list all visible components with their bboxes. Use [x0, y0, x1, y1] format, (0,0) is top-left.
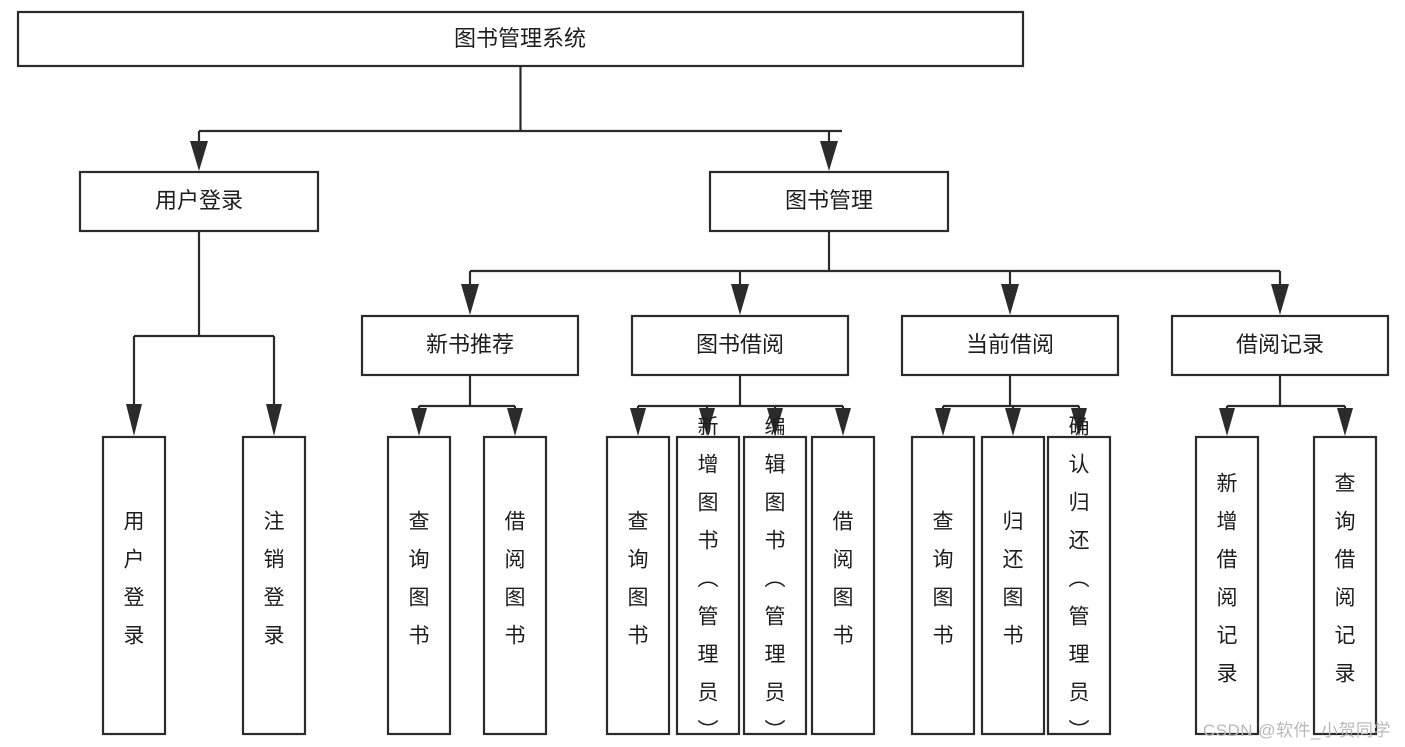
- arrowhead-leaf-confirm-return: [1071, 408, 1087, 436]
- node-leaf-query-record[interactable]: 查询借阅记录: [1312, 435, 1378, 736]
- arrowhead-leaf-borrow-book-2: [835, 408, 851, 436]
- node-leaf-edit-book-label: 编辑图书︵管理员︶: [765, 416, 786, 743]
- node-book-borrow-label: 图书借阅: [696, 332, 784, 357]
- node-book-manage-label: 图书管理: [785, 188, 873, 213]
- node-leaf-logout[interactable]: 注销登录: [241, 435, 307, 736]
- node-borrow-record-label: 借阅记录: [1236, 332, 1324, 357]
- node-current-borrow-box[interactable]: [900, 314, 1120, 377]
- node-user-login-label: 用户登录: [155, 188, 243, 213]
- node-leaf-logout-label: 注销登录: [264, 511, 285, 648]
- node-leaf-query-record-box[interactable]: [1312, 435, 1378, 736]
- arrowhead-leaf-return-book: [1005, 408, 1021, 436]
- node-leaf-query-book-2-box[interactable]: [605, 435, 671, 736]
- node-leaf-query-book-1[interactable]: 查询图书: [386, 435, 452, 736]
- node-leaf-return-book-box[interactable]: [980, 435, 1046, 736]
- arrowhead-leaf-add-book: [699, 408, 715, 436]
- node-leaf-confirm-return-label: 确认归还︵管理员︶: [1069, 416, 1090, 743]
- node-leaf-query-book-3[interactable]: 查询图书: [910, 435, 976, 736]
- node-book-manage[interactable]: 图书管理: [708, 170, 950, 233]
- arrowhead-borrow-record: [1271, 284, 1289, 315]
- node-new-book-rec[interactable]: 新书推荐: [360, 314, 580, 377]
- node-leaf-return-book-label: 归还图书: [1003, 511, 1024, 648]
- node-leaf-confirm-return-box[interactable]: [1046, 435, 1112, 736]
- node-root[interactable]: 图书管理系统: [16, 10, 1025, 68]
- node-leaf-borrow-book-2-box[interactable]: [810, 435, 876, 736]
- arrowhead-book-manage: [820, 141, 838, 171]
- node-leaf-logout-box[interactable]: [241, 435, 307, 736]
- node-leaf-borrow-book-1-box[interactable]: [482, 435, 548, 736]
- node-leaf-borrow-book-2-label: 借阅图书: [833, 511, 854, 648]
- node-leaf-add-record-label: 新增借阅记录: [1217, 473, 1238, 686]
- node-user-login-box[interactable]: [78, 170, 320, 233]
- node-leaf-add-book-box[interactable]: [675, 435, 741, 736]
- arrowhead-user-login: [190, 141, 208, 171]
- arrowhead-leaf-query-book-3: [935, 408, 951, 436]
- arrowhead-current-borrow: [1001, 284, 1019, 315]
- node-leaf-query-book-1-box[interactable]: [386, 435, 452, 736]
- arrowhead-leaf-edit-book: [767, 408, 783, 436]
- node-leaf-user-login-label: 用户登录: [124, 511, 145, 648]
- node-leaf-edit-book-box[interactable]: [742, 435, 808, 736]
- arrowhead-leaf-query-book-2: [630, 408, 646, 436]
- node-book-manage-box[interactable]: [708, 170, 950, 233]
- node-current-borrow[interactable]: 当前借阅: [900, 314, 1120, 377]
- node-root-label: 图书管理系统: [454, 26, 586, 51]
- node-leaf-query-book-3-label: 查询图书: [933, 511, 954, 648]
- arrowhead-new-book-rec: [461, 284, 479, 315]
- node-leaf-user-login[interactable]: 用户登录: [101, 435, 167, 736]
- connector-layer: [126, 66, 1353, 436]
- node-book-borrow[interactable]: 图书借阅: [630, 314, 850, 377]
- node-user-login[interactable]: 用户登录: [78, 170, 320, 233]
- arrowhead-leaf-add-record: [1219, 408, 1235, 436]
- node-borrow-record-box[interactable]: [1170, 314, 1390, 377]
- node-leaf-return-book[interactable]: 归还图书: [980, 435, 1046, 736]
- arrowhead-leaf-user-login: [126, 404, 142, 436]
- node-borrow-record[interactable]: 借阅记录: [1170, 314, 1390, 377]
- node-leaf-query-book-2[interactable]: 查询图书: [605, 435, 671, 736]
- arrowhead-leaf-borrow-book-1: [507, 408, 523, 436]
- node-leaf-borrow-book-1-label: 借阅图书: [505, 511, 526, 648]
- node-leaf-add-record-box[interactable]: [1194, 435, 1260, 736]
- arrowhead-leaf-logout: [266, 404, 282, 436]
- node-current-borrow-label: 当前借阅: [966, 332, 1054, 357]
- node-leaf-add-book-label: 新增图书︵管理员︶: [698, 416, 719, 743]
- node-root-box[interactable]: [16, 10, 1025, 68]
- node-leaf-add-record[interactable]: 新增借阅记录: [1194, 435, 1260, 736]
- node-leaf-query-book-3-box[interactable]: [910, 435, 976, 736]
- node-leaf-query-record-label: 查询借阅记录: [1335, 473, 1356, 686]
- node-leaf-query-book-2-label: 查询图书: [628, 511, 649, 648]
- node-leaf-user-login-box[interactable]: [101, 435, 167, 736]
- leaf-node-layer: 用户登录 注销登录 查询图书 借阅图书 查询图书 新增图书︵管理员︶ 编辑图书︵管理员︶ 借阅…: [101, 416, 1378, 743]
- node-leaf-query-book-1-label: 查询图书: [409, 511, 430, 648]
- arrowhead-leaf-query-record: [1337, 408, 1353, 436]
- node-leaf-edit-book[interactable]: 编辑图书︵管理员︶: [742, 416, 808, 743]
- node-leaf-confirm-return[interactable]: 确认归还︵管理员︶: [1046, 416, 1112, 743]
- arrowhead-leaf-query-book-1: [411, 408, 427, 436]
- node-leaf-borrow-book-1[interactable]: 借阅图书: [482, 435, 548, 736]
- arrowhead-book-borrow: [731, 284, 749, 315]
- node-leaf-add-book[interactable]: 新增图书︵管理员︶: [675, 416, 741, 743]
- node-new-book-rec-label: 新书推荐: [426, 332, 514, 357]
- node-new-book-rec-box[interactable]: [360, 314, 580, 377]
- node-book-borrow-box[interactable]: [630, 314, 850, 377]
- node-leaf-borrow-book-2[interactable]: 借阅图书: [810, 435, 876, 736]
